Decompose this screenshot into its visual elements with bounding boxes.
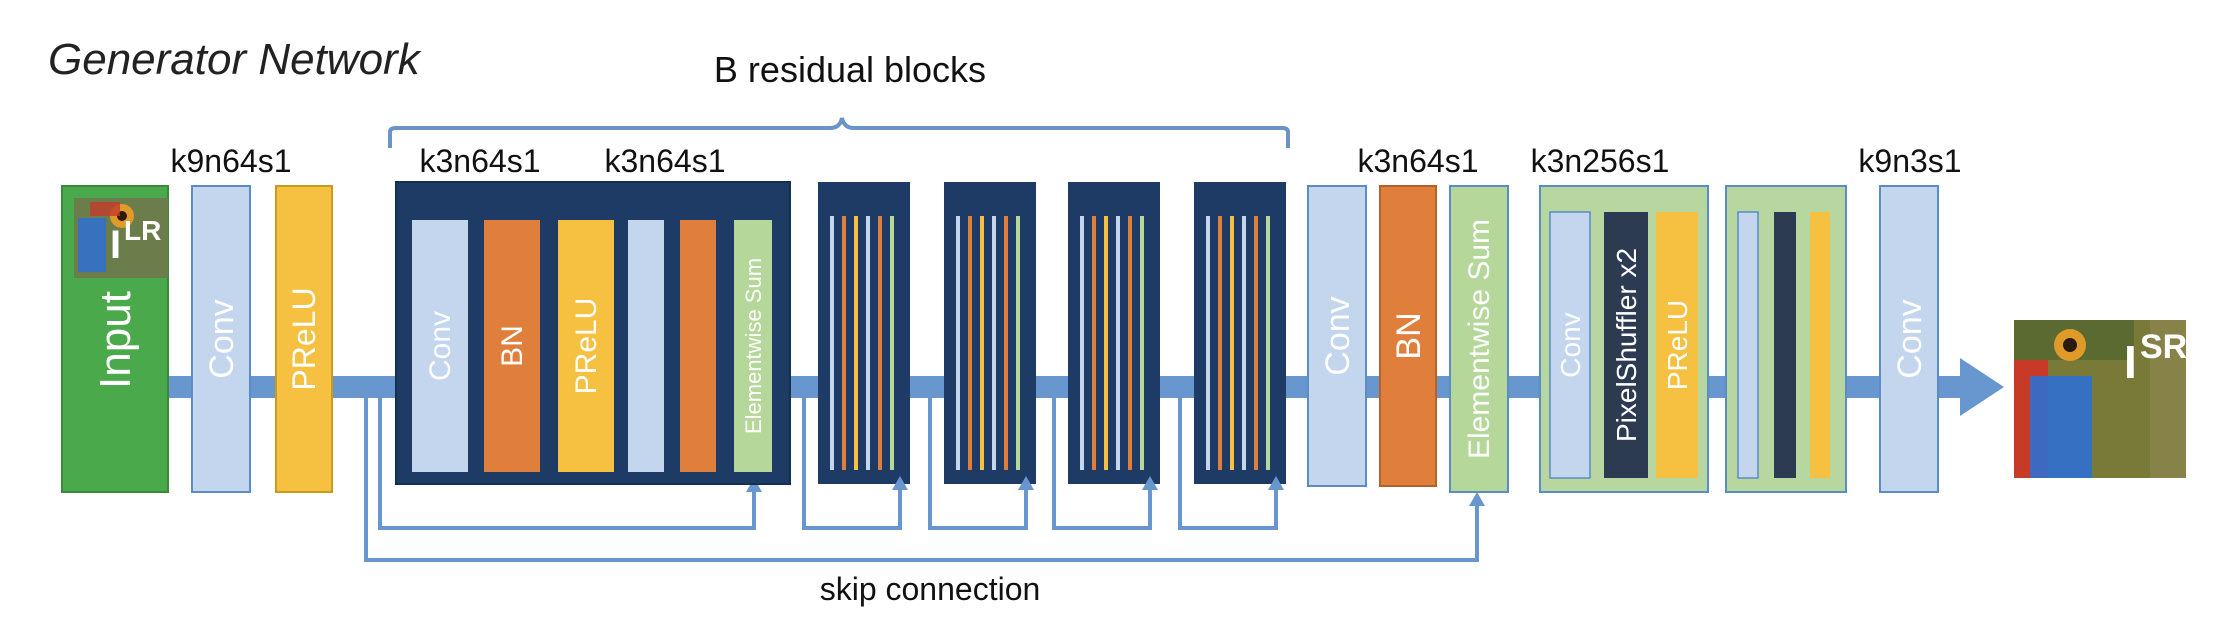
residual-block-3-layer	[980, 216, 984, 470]
post-sum-label: Elementwise Sum	[1463, 219, 1496, 459]
upsample-block-2	[1725, 185, 1847, 493]
residual-block-4-layer	[1104, 216, 1108, 470]
skip-connection-arrowhead	[1469, 492, 1485, 506]
first-prelu-label: PReLU	[286, 287, 322, 390]
residual-block-2-layer	[878, 216, 882, 470]
residual-block-4-layer	[1140, 216, 1144, 470]
res1-sum	[734, 220, 772, 472]
post-bn-label: BN	[1390, 312, 1428, 359]
residual-block-5-layer	[1206, 216, 1210, 470]
post-conv-label: Conv	[1319, 296, 1357, 375]
res1-prelu	[558, 220, 614, 472]
upsample2-pixelshuffler	[1774, 212, 1796, 478]
res1-bn-a	[484, 220, 540, 472]
residual-block-4-layer	[1092, 216, 1096, 470]
skip-connection-line	[364, 398, 1479, 562]
skip-connection-label: skip connection	[820, 571, 1041, 607]
residual-block-3-layer	[1004, 216, 1008, 470]
final-conv-kernel-label: k9n3s1	[1858, 143, 1961, 179]
first-conv-block	[191, 185, 251, 493]
res1-bn-label: BN	[496, 325, 529, 367]
residual-block-5-layer	[1218, 216, 1222, 470]
residual-block-3-layer	[992, 216, 996, 470]
residual-skip-line-2	[802, 398, 902, 530]
upsample1-conv-label: Conv	[1555, 312, 1586, 377]
upsample2-conv	[1737, 211, 1759, 479]
residual-block-4-layer	[1080, 216, 1084, 470]
first-prelu-block	[275, 185, 333, 493]
output-superscript: SR	[2140, 328, 2187, 366]
final-conv-block	[1879, 185, 1939, 493]
res1-conv-b	[628, 220, 664, 472]
res1-sum-label: Elementwise Sum	[741, 258, 766, 434]
residual-skip-arrowhead-4	[1142, 476, 1158, 490]
output-sr-image: I SR	[2014, 320, 2187, 478]
first-conv-kernel-label: k9n64s1	[171, 143, 292, 179]
output-symbol: I	[2124, 336, 2137, 388]
residual-block-2-layer	[866, 216, 870, 470]
input-label: Input	[91, 291, 140, 389]
res1-conv2-kernel-label: k3n64s1	[605, 143, 726, 179]
residual-block-2-layer	[842, 216, 846, 470]
residual-block-5-layer	[1266, 216, 1270, 470]
residual-skip-line-1	[378, 398, 756, 530]
residual-skip-arrowhead-5	[1268, 476, 1284, 490]
residual-block-5-layer	[1254, 216, 1258, 470]
post-sum-block	[1449, 185, 1509, 493]
residual-block-1: Conv BN PReLU Elementwise Sum	[395, 181, 791, 485]
residual-block-3-layer	[956, 216, 960, 470]
post-conv-block	[1307, 185, 1367, 487]
res1-conv-a	[412, 220, 468, 472]
residual-skip-arrowhead-3	[1018, 476, 1034, 490]
post-conv-kernel-label: k3n64s1	[1358, 143, 1479, 179]
residual-block-2-layer	[830, 216, 834, 470]
res1-bn-b	[680, 220, 716, 472]
res1-prelu-label: PReLU	[570, 298, 603, 395]
residual-block-3-layer	[968, 216, 972, 470]
compact-residual-blocks	[802, 182, 1286, 530]
res1-conv1-kernel-label: k3n64s1	[420, 143, 541, 179]
upsample-block-1: Conv PixelShuffler x2 PReLU	[1539, 185, 1709, 493]
residual-block-4-layer	[1116, 216, 1120, 470]
residual-blocks-label: B residual blocks	[714, 49, 986, 90]
upsample1-prelu-label: PReLU	[1662, 300, 1693, 390]
upsample1-pixelshuffler	[1604, 212, 1648, 478]
residual-block-2-layer	[854, 216, 858, 470]
input-superscript: LR	[124, 215, 161, 246]
post-bn-block	[1379, 185, 1437, 487]
residual-skip-line-4	[1052, 398, 1152, 530]
upsample1-pixelshuffler-label: PixelShuffler x2	[1611, 248, 1642, 442]
input-block: I LR Input	[61, 185, 169, 493]
residual-block-5-layer	[1230, 216, 1234, 470]
upsample2-prelu	[1810, 212, 1830, 478]
upsample1-prelu	[1656, 212, 1698, 478]
residual-skip-arrowhead-2	[892, 476, 908, 490]
residual-blocks-bracket	[388, 117, 1290, 148]
output-arrow-head	[1960, 358, 2004, 416]
residual-block-5-layer	[1242, 216, 1246, 470]
first-conv-label: Conv	[203, 299, 241, 378]
res1-conv-label: Conv	[424, 311, 457, 381]
residual-block-2-layer	[890, 216, 894, 470]
residual-skip-line-3	[928, 398, 1028, 530]
diagram-title: Generator Network	[48, 35, 422, 84]
residual-block-3-layer	[1016, 216, 1020, 470]
upsample1-conv	[1549, 211, 1591, 479]
residual-block-4-layer	[1128, 216, 1132, 470]
final-conv-label: Conv	[1891, 299, 1929, 378]
upsample-kernel-label: k3n256s1	[1531, 143, 1670, 179]
input-symbol: I	[110, 223, 121, 267]
residual-skip-line-5	[1178, 398, 1278, 530]
